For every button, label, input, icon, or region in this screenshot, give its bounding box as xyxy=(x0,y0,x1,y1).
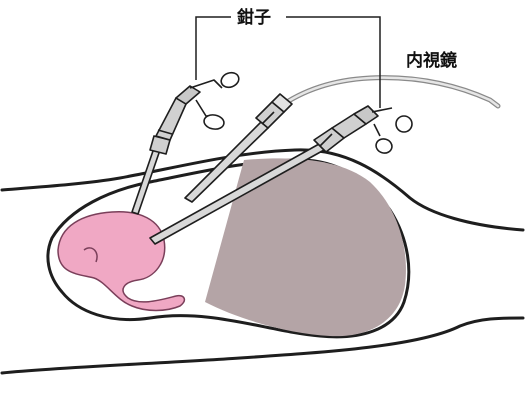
forceps-leader xyxy=(196,17,380,108)
endoscope-label: 内視鏡 xyxy=(406,51,457,71)
forceps-label: 鉗子 xyxy=(231,8,277,28)
forceps-leader-left xyxy=(196,17,231,80)
endoscope-cable xyxy=(278,78,498,108)
